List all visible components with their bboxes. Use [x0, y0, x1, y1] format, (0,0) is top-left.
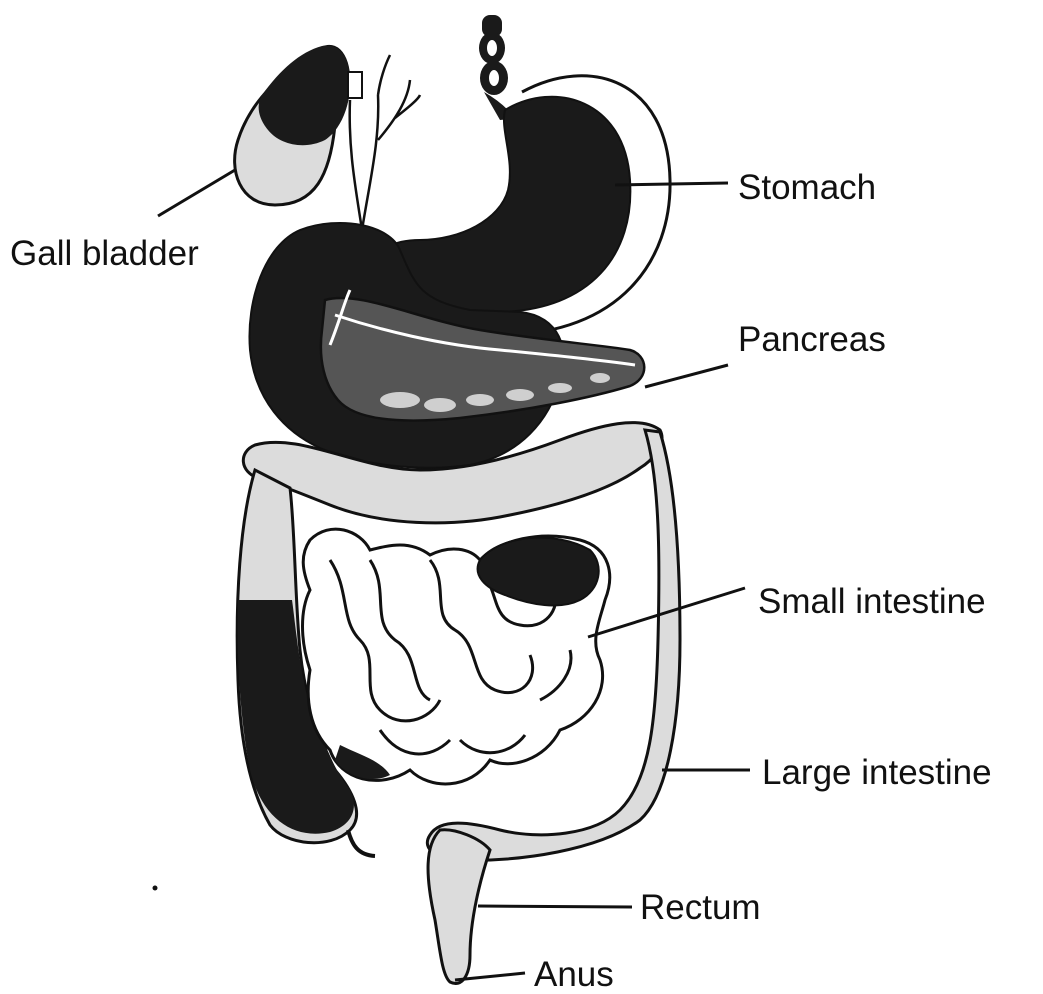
label-rectum: Rectum [640, 890, 761, 925]
leader-rectum [478, 906, 632, 907]
label-gall-bladder: Gall bladder [10, 236, 199, 271]
label-anus: Anus [534, 957, 614, 992]
label-large-intestine: Large intestine [762, 755, 992, 790]
leader-pancreas [645, 365, 728, 387]
stray-dot [153, 886, 158, 891]
leader-gall-bladder [158, 170, 235, 216]
leader-stomach [615, 183, 728, 185]
label-small-intestine: Small intestine [758, 584, 986, 619]
gall-bladder [235, 45, 362, 205]
label-pancreas: Pancreas [738, 322, 886, 357]
stomach [378, 97, 631, 312]
label-stomach: Stomach [738, 170, 876, 205]
appendix [348, 830, 375, 856]
